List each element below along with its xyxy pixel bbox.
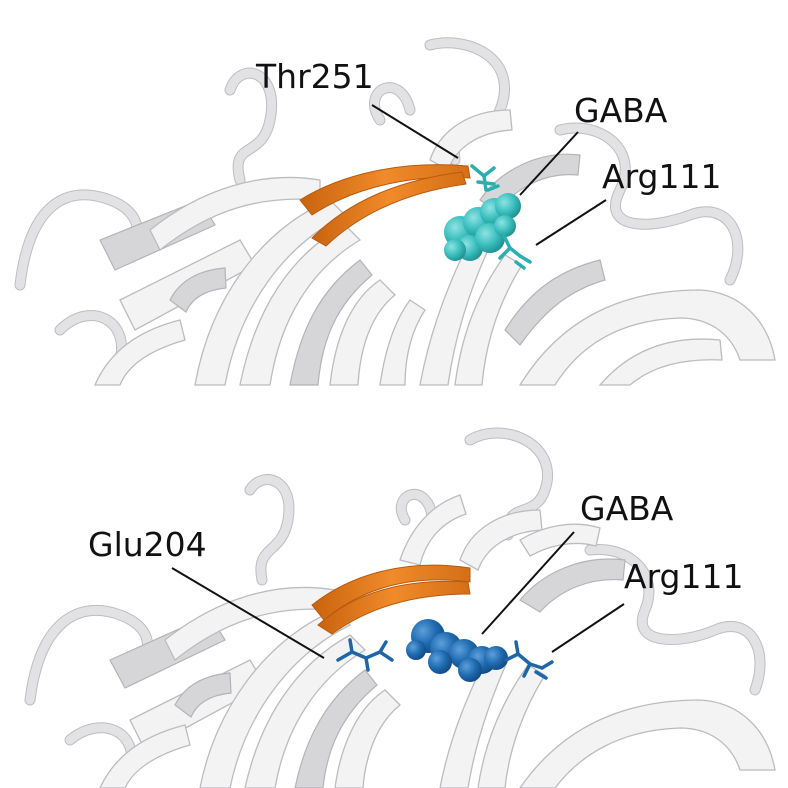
bottom-gaba-ligand	[406, 619, 508, 682]
bottom-label-glu204: Glu204	[88, 525, 207, 564]
top-label-gaba: GABA	[574, 91, 668, 130]
bottom-glu204-residue	[336, 638, 394, 672]
top-thr251-leader	[371, 104, 459, 159]
bottom-label-arg111: Arg111	[624, 557, 744, 596]
bottom-arg111-residue	[504, 640, 554, 680]
top-arg111-leader	[535, 199, 607, 246]
bottom-glu204-leader	[171, 567, 325, 659]
top-thr251-residue	[470, 164, 500, 192]
bottom-protein-cartoon	[24, 427, 776, 788]
top-panel: Thr251 GABA Arg111	[14, 37, 776, 386]
bottom-gaba-leader	[481, 531, 575, 635]
top-arg111-residue	[498, 234, 532, 270]
top-orange-strand-upper	[299, 164, 471, 216]
top-protein-cartoon	[14, 37, 776, 386]
top-gaba-leader	[519, 131, 579, 196]
top-label-thr251: Thr251	[255, 57, 374, 96]
top-label-arg111: Arg111	[602, 157, 722, 196]
bottom-arg111-leader	[551, 603, 625, 653]
bottom-orange-strand-upper	[311, 564, 471, 621]
bottom-label-gaba: GABA	[580, 489, 674, 528]
top-orange-strand-lower	[311, 171, 467, 247]
bottom-orange-strand-lower	[317, 580, 471, 635]
bottom-panel: Glu204 GABA Arg111	[24, 427, 776, 788]
top-gaba-ligand	[444, 193, 521, 261]
